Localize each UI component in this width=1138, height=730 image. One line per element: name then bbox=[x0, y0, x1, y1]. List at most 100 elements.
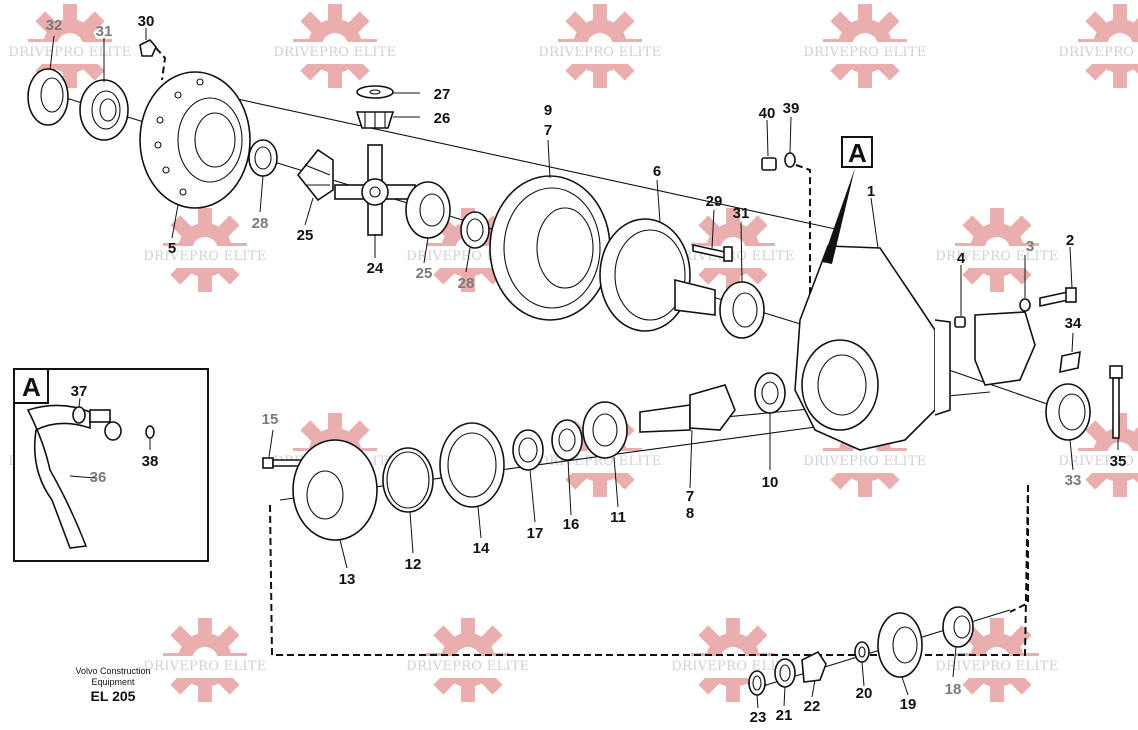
callout-c19: 19 bbox=[900, 696, 917, 713]
callout-c14: 14 bbox=[473, 540, 490, 557]
watermark-text: DRIVEPRO ELITE bbox=[935, 659, 1058, 674]
part-30-nut bbox=[139, 39, 167, 81]
callout-c28b: 28 bbox=[458, 275, 475, 292]
callout-c24: 24 bbox=[367, 260, 384, 277]
callout-c13: 13 bbox=[339, 571, 356, 588]
watermark-text: DRIVEPRO ELITE bbox=[143, 659, 266, 674]
watermark-gear: DRIVEPRO ELITE bbox=[538, 4, 661, 88]
part-17-seal bbox=[512, 429, 544, 471]
watermark-gear: DRIVEPRO ELITE bbox=[935, 208, 1058, 292]
part-28-washer-b bbox=[460, 211, 490, 249]
part-32-nut bbox=[27, 68, 69, 126]
watermark-gear: DRIVEPRO ELITE bbox=[143, 618, 266, 702]
part-33-adjusting-nut bbox=[1045, 383, 1091, 441]
watermark-gear: DRIVEPRO ELITE bbox=[8, 4, 131, 88]
callout-c29: 29 bbox=[706, 193, 723, 210]
part-15-bolt bbox=[262, 457, 306, 469]
footer-company-line1: Volvo Construction bbox=[75, 666, 150, 676]
watermark-gear: DRIVEPRO ELITE bbox=[406, 618, 529, 702]
part-18-sleeve bbox=[942, 606, 974, 648]
callout-c33: 33 bbox=[1065, 472, 1082, 489]
part-31-bearing-b bbox=[719, 281, 765, 339]
part-4-pin bbox=[954, 316, 966, 328]
callout-c30: 30 bbox=[138, 13, 155, 30]
callout-c7b: 7 bbox=[686, 488, 694, 505]
part-10-bearing bbox=[754, 372, 786, 414]
part-24-spider bbox=[334, 144, 416, 236]
watermark-text: DRIVEPRO ELITE bbox=[8, 45, 131, 60]
part-3-washer bbox=[1019, 298, 1031, 312]
part-2-bolt bbox=[1039, 287, 1077, 307]
part-11-bearing bbox=[582, 401, 628, 459]
watermark-gear: DRIVEPRO ELITE bbox=[273, 4, 396, 88]
callout-c16: 16 bbox=[563, 516, 580, 533]
watermark-text: DRIVEPRO ELITE bbox=[1058, 45, 1138, 60]
callout-c17: 17 bbox=[527, 525, 544, 542]
callout-c5: 5 bbox=[168, 240, 176, 257]
callout-c1: 1 bbox=[867, 183, 875, 200]
bearing-cap bbox=[974, 311, 1036, 386]
callout-c15: 15 bbox=[262, 411, 279, 428]
part-9-crown-wheel bbox=[489, 175, 611, 321]
part-25-side-gear bbox=[405, 181, 451, 239]
watermark-text: DRIVEPRO ELITE bbox=[406, 659, 529, 674]
watermark-text: DRIVEPRO ELITE bbox=[538, 45, 661, 60]
watermark-text: DRIVEPRO ELITE bbox=[273, 45, 396, 60]
watermark-text: DRIVEPRO ELITE bbox=[935, 249, 1058, 264]
detail-a-label: A bbox=[22, 372, 41, 402]
watermark-gear: DRIVEPRO ELITE bbox=[1058, 413, 1138, 497]
callout-c4: 4 bbox=[957, 250, 966, 267]
watermark-text: DRIVEPRO ELITE bbox=[1058, 454, 1138, 469]
callout-c11: 11 bbox=[610, 509, 626, 526]
part-6-diff-housing bbox=[599, 218, 716, 332]
footer-company-line2: Equipment bbox=[91, 677, 135, 687]
callout-c36: 36 bbox=[90, 469, 107, 486]
callout-c26: 26 bbox=[434, 110, 451, 127]
part-16-bearing bbox=[551, 419, 583, 461]
callout-c3: 3 bbox=[1026, 238, 1034, 255]
part-28-washer bbox=[248, 139, 278, 177]
detail-marker-a: A bbox=[822, 136, 873, 264]
part-20-washer bbox=[854, 641, 870, 663]
callout-c32: 32 bbox=[46, 17, 63, 34]
part-29-bolt bbox=[692, 244, 733, 262]
callout-c9: 9 bbox=[544, 102, 552, 119]
watermark-gear: DRIVEPRO ELITE bbox=[1058, 4, 1138, 88]
part-19-gear bbox=[877, 612, 923, 678]
callout-c35: 35 bbox=[1110, 453, 1127, 470]
watermark-text: DRIVEPRO ELITE bbox=[143, 249, 266, 264]
watermark-text: DRIVEPRO ELITE bbox=[803, 45, 926, 60]
callout-c40: 40 bbox=[759, 105, 776, 122]
part-31-bearing bbox=[79, 79, 129, 141]
callout-c25a: 25 bbox=[297, 227, 314, 244]
part-35-bolt bbox=[1109, 365, 1123, 439]
part-7-pinion-shaft bbox=[639, 384, 736, 433]
callout-c6: 6 bbox=[653, 163, 661, 180]
watermark-text: DRIVEPRO ELITE bbox=[671, 659, 794, 674]
callout-c23: 23 bbox=[750, 709, 767, 726]
exploded-assembly: A bbox=[27, 28, 1123, 709]
callout-c27: 27 bbox=[434, 86, 451, 103]
callout-c34: 34 bbox=[1065, 315, 1082, 332]
detail-marker-a-label: A bbox=[848, 138, 867, 168]
callout-c38: 38 bbox=[142, 453, 159, 470]
part-12-oring bbox=[382, 447, 434, 513]
callout-c39: 39 bbox=[783, 100, 800, 117]
callout-c7a: 7 bbox=[544, 122, 552, 139]
part-27-washer bbox=[356, 85, 394, 99]
callout-c10: 10 bbox=[762, 474, 779, 491]
callout-c18: 18 bbox=[945, 681, 962, 698]
part-34-lock bbox=[1059, 350, 1081, 374]
watermark-text: DRIVEPRO ELITE bbox=[671, 249, 794, 264]
callout-c8: 8 bbox=[686, 505, 694, 522]
part-39-washer bbox=[784, 152, 811, 310]
callout-c37: 37 bbox=[71, 383, 88, 400]
leader-lines bbox=[49, 28, 1119, 709]
part-13-flange bbox=[292, 439, 378, 541]
callout-c2: 2 bbox=[1066, 232, 1074, 249]
callout-c21: 21 bbox=[776, 707, 793, 724]
footer-code: EL 205 bbox=[91, 688, 136, 704]
watermark-gear: DRIVEPRO ELITE bbox=[803, 4, 926, 88]
callout-c22: 22 bbox=[804, 698, 821, 715]
